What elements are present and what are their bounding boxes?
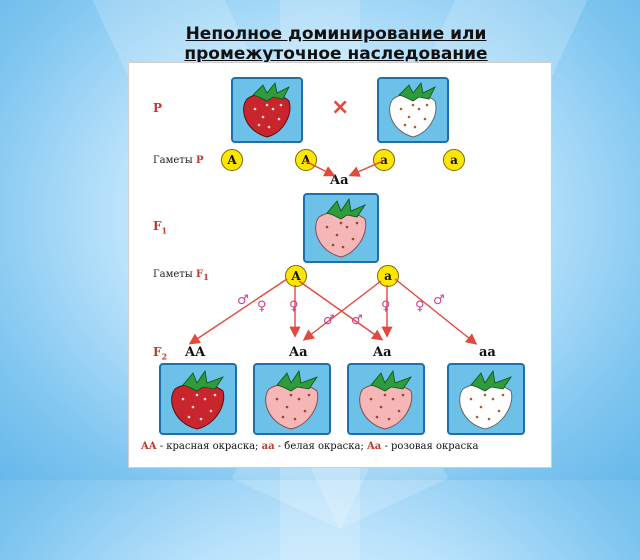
- legend-genotype-pink: Aa: [367, 441, 382, 452]
- generation-p-label: P: [153, 101, 162, 115]
- gamete-f1-dominant: A: [285, 265, 307, 287]
- f2-genotype-2: Aa: [289, 345, 308, 360]
- gametes-f1-text: Гаметы: [153, 269, 193, 280]
- gamete-p-4: a: [443, 149, 465, 171]
- parent-white-strawberry: [377, 77, 449, 143]
- sex-female-symbol: ♀: [415, 299, 425, 314]
- parent-red-strawberry: [231, 77, 303, 143]
- legend-text-pink: - розовая окраска: [381, 441, 479, 452]
- f2-sub: 2: [161, 351, 168, 362]
- genotype-f1-label: Aa: [330, 173, 349, 188]
- generation-p-text: P: [153, 101, 163, 115]
- sex-female-symbol: ♀: [257, 299, 267, 314]
- legend-text-white: - белая окраска;: [274, 441, 368, 452]
- gametes-p-text: Гаметы: [153, 155, 193, 166]
- f2-genotype-1: AA: [185, 345, 206, 360]
- gamete-p-2: A: [295, 149, 317, 171]
- gametes-f1-label: Гаметы F1: [153, 269, 209, 282]
- generation-f2-label: F2: [153, 345, 167, 361]
- f1-sub: 1: [161, 225, 168, 236]
- pink-strawberry-icon: [265, 369, 319, 430]
- f2-red-strawberry: [159, 363, 237, 435]
- title-line-1: Неполное доминирование или: [185, 24, 487, 44]
- gametes-p-gen: P: [195, 155, 204, 166]
- legend-genotype-red: AA: [141, 441, 157, 452]
- sex-female-symbol: ♀: [289, 299, 299, 314]
- white-strawberry-icon: [459, 369, 513, 430]
- legend-text-red: - красная окраска;: [156, 441, 262, 452]
- inheritance-diagram: P × Гаметы P A A a a Aa: [128, 62, 552, 468]
- pink-strawberry-icon: [315, 197, 367, 258]
- white-strawberry-icon: [389, 82, 437, 138]
- f2-pink-strawberry: [347, 363, 425, 435]
- f2-white-strawberry: [447, 363, 525, 435]
- sex-female-symbol: ♀: [381, 299, 391, 314]
- pink-strawberry-icon: [359, 369, 413, 430]
- f2-main: F: [153, 345, 162, 359]
- gamete-p-3: a: [373, 149, 395, 171]
- cross-sign: ×: [331, 95, 350, 120]
- sex-male-symbol: ♂: [433, 293, 445, 308]
- gametes-p-label: Гаметы P: [153, 155, 204, 166]
- f2-genotype-4: aa: [479, 345, 496, 360]
- sex-male-symbol: ♂: [351, 313, 363, 328]
- f2-genotype-3: Aa: [373, 345, 392, 360]
- legend-genotype-white: aa: [261, 441, 275, 452]
- f1-main: F: [153, 219, 162, 233]
- sex-male-symbol: ♂: [237, 293, 249, 308]
- red-strawberry-icon: [171, 369, 225, 430]
- legend: AA - красная окраска; aa - белая окраска…: [141, 441, 541, 452]
- gametes-f1-gen-sub: 1: [203, 272, 209, 282]
- gamete-f1-recessive: a: [377, 265, 399, 287]
- gamete-p-1: A: [221, 149, 243, 171]
- sex-male-symbol: ♂: [323, 313, 335, 328]
- cross-arrows: [188, 160, 478, 345]
- gametes-f1-gen-main: F: [195, 269, 204, 280]
- slide-title: Неполное доминирование или промежуточное…: [136, 24, 536, 64]
- title-line-2: промежуточное наследование: [184, 44, 488, 64]
- f2-pink-strawberry: [253, 363, 331, 435]
- red-strawberry-icon: [243, 82, 291, 138]
- f1-pink-strawberry: [303, 193, 379, 263]
- generation-f1-label: F1: [153, 219, 167, 235]
